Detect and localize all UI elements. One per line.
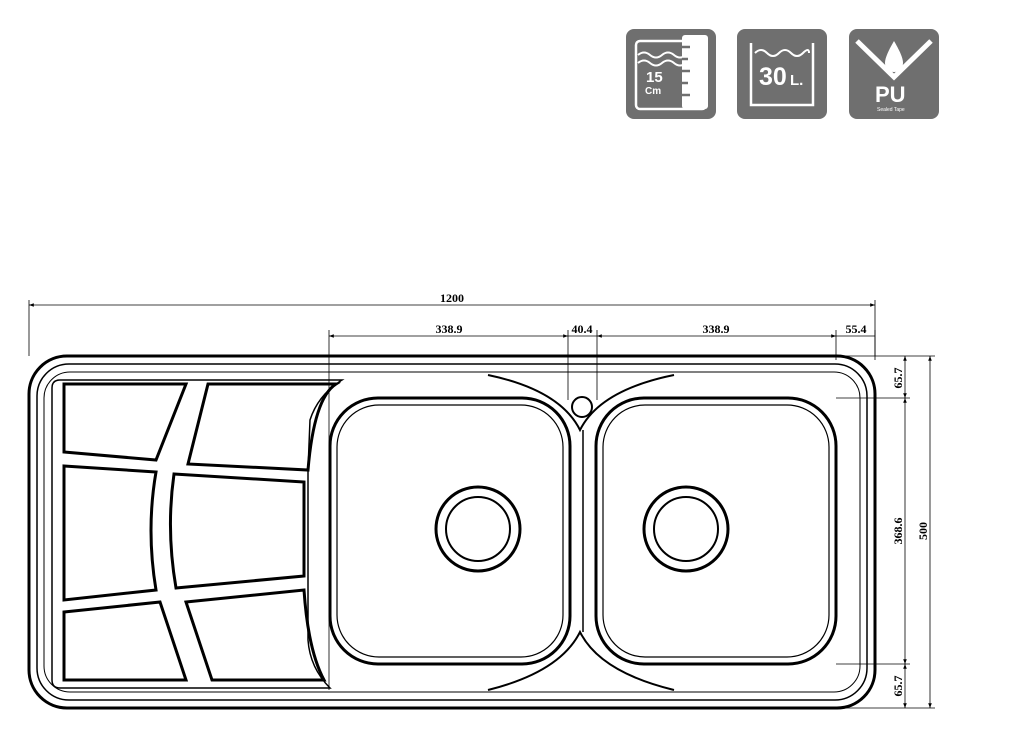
drainboard — [51, 379, 345, 689]
sink-technical-drawing: 1200 338.9 40.4 338.9 55.4 65.7 368.6 50… — [27, 291, 935, 710]
bottom-margin-label: 65.7 — [891, 676, 905, 697]
left-drain-icon — [434, 485, 522, 573]
center-gap-label: 40.4 — [572, 322, 593, 336]
right-bowl-width-label: 338.9 — [703, 322, 730, 336]
sink-outer-rim — [27, 354, 877, 710]
sealed-tape-icon — [855, 39, 933, 81]
depth-value: 15 — [646, 69, 663, 86]
right-drain-icon — [642, 485, 730, 573]
water-volume-icon — [749, 43, 815, 107]
left-bowl — [328, 396, 572, 666]
tap-hole-icon — [571, 396, 593, 418]
right-bowl — [594, 396, 838, 666]
volume-badge: 30 L. — [737, 29, 827, 119]
depth-unit: Cm — [645, 86, 662, 97]
volume-value: 30 — [759, 63, 787, 91]
overall-width-label: 500 — [916, 522, 930, 540]
volume-unit: L. — [790, 72, 804, 89]
bowl-depth-label: 368.6 — [891, 518, 905, 545]
overall-length-label: 1200 — [440, 291, 464, 305]
pu-tape-badge: PU Sealed Tape — [849, 29, 939, 119]
top-margin-label: 65.7 — [891, 368, 905, 389]
water-depth-icon — [634, 35, 708, 111]
pu-caption: Sealed Tape — [877, 107, 905, 113]
right-margin-label: 55.4 — [846, 322, 867, 336]
pu-label: PU — [875, 82, 906, 107]
left-bowl-width-label: 338.9 — [436, 322, 463, 336]
depth-badge: 15 Cm — [626, 29, 716, 119]
